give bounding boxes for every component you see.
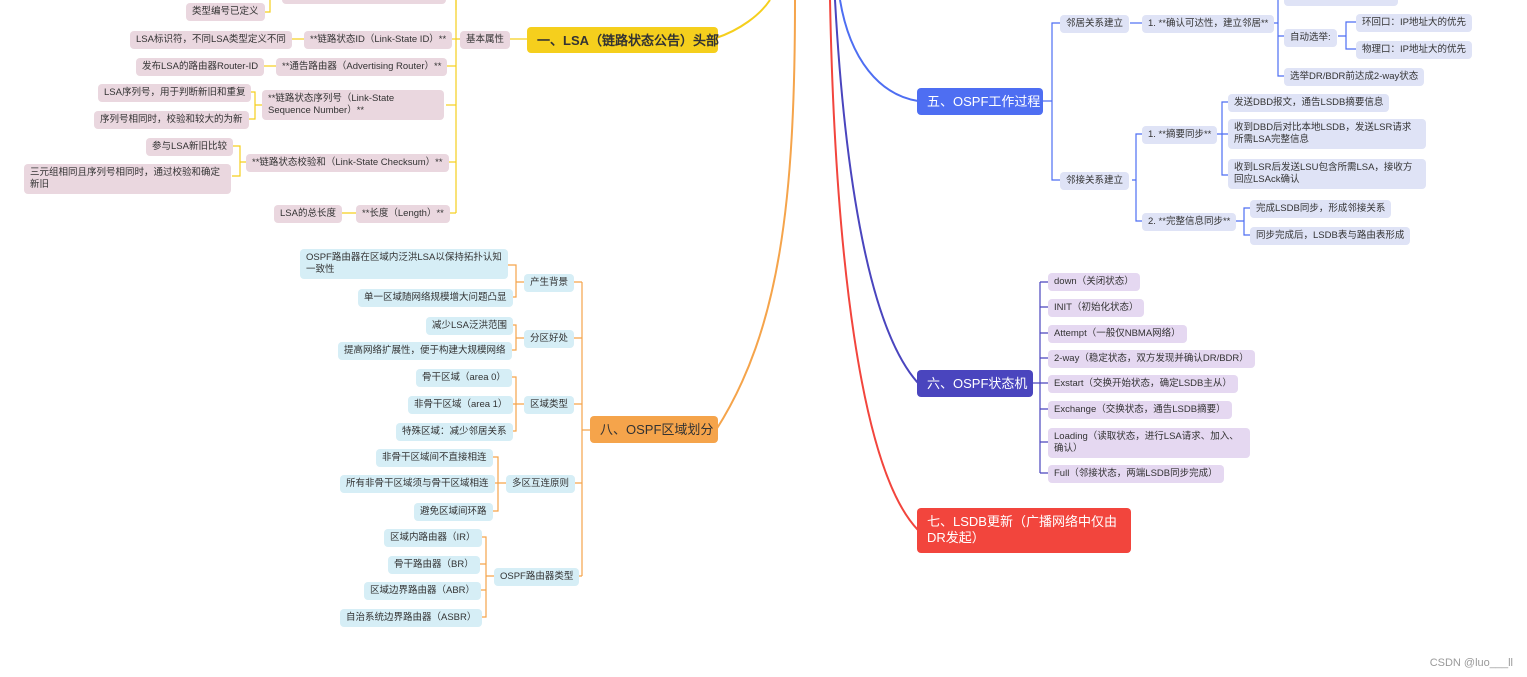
area-type-nonbackbone[interactable]: 非骨干区域（area 1） (408, 396, 514, 414)
auto-election[interactable]: 自动选举: (1284, 29, 1337, 47)
neighbor-establish[interactable]: 邻居关系建立 (1060, 15, 1130, 33)
fsm-state-2way[interactable]: 2-way（稳定状态，双方发现并确认DR/BDR） (1048, 350, 1255, 368)
area-rule-1[interactable]: 非骨干区域间不直接相连 (376, 449, 493, 467)
process-topic[interactable]: 五、OSPF工作过程 (917, 88, 1043, 115)
lsa-link-state-id-desc[interactable]: LSA标识符，不同LSA类型定义不同 (130, 31, 292, 49)
summary-step-3[interactable]: 收到LSR后发送LSU包含所需LSA，接收方回应LSAck确认 (1228, 159, 1426, 189)
lsa-link-state-id[interactable]: **链路状态ID（Link-State ID）** (304, 31, 453, 49)
adjacency-establish[interactable]: 邻接关系建立 (1060, 172, 1130, 190)
lsa-type-defined[interactable]: 类型编号已定义 (186, 3, 265, 21)
fsm-state-exchange[interactable]: Exchange（交换状态，通告LSDB摘要） (1048, 401, 1232, 419)
lsa-length-desc[interactable]: LSA的总长度 (274, 205, 342, 223)
area-interconnect-rules[interactable]: 多区互连原则 (506, 475, 576, 493)
lsa-sequence-desc-2[interactable]: 序列号相同时，校验和较大的为新 (94, 111, 249, 129)
router-type-br[interactable]: 骨干路由器（BR） (388, 556, 480, 574)
fsm-state-loading[interactable]: Loading（读取状态，进行LSA请求、加入、确认） (1048, 428, 1250, 458)
fsm-topic[interactable]: 六、OSPF状态机 (917, 370, 1033, 397)
full-sync-step-1[interactable]: 完成LSDB同步，形成邻接关系 (1250, 200, 1392, 218)
loopback-priority[interactable]: 环回口：IP地址大的优先 (1356, 14, 1472, 32)
lsa-checksum-desc-2[interactable]: 三元组相同且序列号相同时，通过校验和确定新旧 (24, 164, 231, 194)
fsm-state-init[interactable]: INIT（初始化状态） (1048, 299, 1145, 317)
lsa-checksum-desc-1[interactable]: 参与LSA新旧比较 (146, 138, 233, 156)
lsa-checksum[interactable]: **链路状态校验和（Link-State Checksum）** (246, 154, 449, 172)
dr-bdr-election[interactable]: 选举DR/BDR前达成2-way状态 (1284, 68, 1425, 86)
area-rule-3[interactable]: 避免区域间环路 (414, 503, 493, 521)
area-benefits[interactable]: 分区好处 (524, 330, 575, 348)
lsa-length[interactable]: **长度（Length）** (356, 205, 450, 223)
area-rule-2[interactable]: 所有非骨干区域须与骨干区域相连 (340, 475, 495, 493)
physical-priority[interactable]: 物理口：IP地址大的优先 (1356, 41, 1472, 59)
fsm-state-attempt[interactable]: Attempt（一般仅NBMA网络） (1048, 325, 1187, 343)
router-types[interactable]: OSPF路由器类型 (494, 568, 580, 586)
area-type-backbone[interactable]: 骨干区域（area 0） (416, 369, 512, 387)
lsa-advertising-router[interactable]: **通告路由器（Advertising Router）** (276, 58, 448, 76)
full-sync-step-2[interactable]: 同步完成后，LSDB表与路由表形成 (1250, 227, 1411, 245)
area-benefit-2[interactable]: 提高网络扩展性，便于构建大规模网络 (338, 342, 512, 360)
full-sync[interactable]: 2. **完整信息同步** (1142, 213, 1237, 231)
fsm-state-down[interactable]: down（关闭状态） (1048, 273, 1140, 291)
lsa-advertising-router-desc[interactable]: 发布LSA的路由器Router-ID (136, 58, 265, 76)
lsa-topic[interactable]: 一、LSA（链路状态公告）头部 (527, 27, 719, 53)
neighbor-step-1[interactable]: 1. **确认可达性，建立邻居** (1142, 15, 1275, 33)
lsa-basic-attributes[interactable]: 基本属性 (460, 31, 511, 49)
fsm-state-exstart[interactable]: Exstart（交换开始状态，确定LSDB主从） (1048, 375, 1238, 393)
summary-sync[interactable]: 1. **摘要同步** (1142, 126, 1218, 144)
lsa-sequence-desc-1[interactable]: LSA序列号，用于判断新旧和重复 (98, 84, 252, 102)
area-background-desc-1[interactable]: OSPF路由器在区域内泛洪LSA以保持拓扑认知一致性 (300, 249, 508, 279)
summary-step-1[interactable]: 发送DBD报文，通告LSDB摘要信息 (1228, 94, 1390, 112)
area-type-special[interactable]: 特殊区域：减少邻居关系 (396, 423, 513, 441)
area-types[interactable]: 区域类型 (524, 396, 575, 414)
watermark: CSDN @luo___ll (1429, 657, 1513, 669)
lsa-sequence-number[interactable]: **链路状态序列号（Link-State Sequence Number）** (262, 90, 444, 120)
fsm-state-full[interactable]: Full（邻接状态，两端LSDB同步完成） (1048, 465, 1224, 483)
router-type-asbr[interactable]: 自治系统边界路由器（ASBR） (340, 609, 483, 627)
router-type-ir[interactable]: 区域内路由器（IR） (384, 529, 482, 547)
lsdb-topic[interactable]: 七、LSDB更新（广播网络中仅由DR发起） (917, 508, 1131, 553)
area-benefit-1[interactable]: 减少LSA泛洪范围 (426, 317, 513, 335)
area-background-desc-2[interactable]: 单一区域随网络规模增大问题凸显 (358, 289, 513, 307)
summary-step-2[interactable]: 收到DBD后对比本地LSDB，发送LSR请求所需LSA完整信息 (1228, 119, 1426, 149)
router-type-abr[interactable]: 区域边界路由器（ABR） (364, 582, 482, 600)
area-topic[interactable]: 八、OSPF区域划分 (590, 416, 718, 443)
area-background[interactable]: 产生背景 (524, 274, 575, 292)
lsa-top-stub (282, 0, 446, 4)
top-stub-node (1284, 0, 1398, 6)
